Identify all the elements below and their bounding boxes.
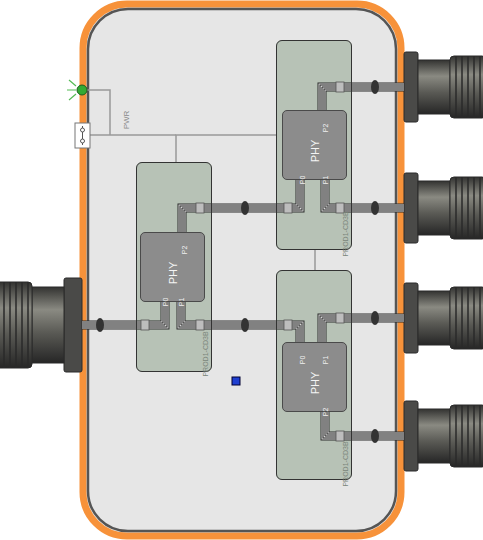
port-label: P0 xyxy=(299,176,306,185)
fuse-box xyxy=(75,123,90,148)
connector-flange xyxy=(64,278,82,372)
ferrite-bead xyxy=(96,318,104,332)
wire-bundle xyxy=(82,87,404,436)
ferrite-bead xyxy=(241,318,249,332)
fuse-terminal xyxy=(81,128,85,132)
connector-knurl xyxy=(4,282,28,368)
marker-square xyxy=(232,377,240,385)
connector-stroke xyxy=(181,302,300,342)
terminal-block xyxy=(336,82,344,92)
board-fill xyxy=(136,162,212,372)
port-label: P1 xyxy=(178,298,185,307)
port-label: P2 xyxy=(322,124,329,133)
terminal-block xyxy=(336,431,344,441)
phy-chip: PHYP0P1P2 xyxy=(282,342,347,412)
wire-bundle xyxy=(82,87,404,436)
fuse-terminal xyxy=(81,139,85,143)
connector-stroke xyxy=(181,302,300,342)
port-label: P2 xyxy=(322,408,329,417)
circular-connector xyxy=(404,283,483,353)
circular-connector xyxy=(0,278,82,372)
phy-chip: PHYP0P1P2 xyxy=(282,110,347,180)
ferrite-bead xyxy=(371,429,379,443)
led-rays xyxy=(67,80,76,100)
chip-label: PHY xyxy=(168,262,179,285)
wire-bundle xyxy=(82,87,404,436)
terminal-block xyxy=(196,203,204,213)
board-label: PROD1-CD3B xyxy=(202,331,209,376)
connector-stroke xyxy=(182,180,300,232)
connector-stroke xyxy=(181,302,300,342)
phy-chip: PHYP0P1P2 xyxy=(140,232,205,302)
connector-cap xyxy=(0,282,32,368)
circuit-board: PROD1-CD3BPHYP0P1P2 xyxy=(276,270,352,480)
chip-label: PHY xyxy=(310,140,321,163)
connector-stroke xyxy=(314,250,316,270)
circuit-board: PROD1-CD3BPHYP0P1P2 xyxy=(276,40,352,250)
port-label: P0 xyxy=(162,298,169,307)
data-cable xyxy=(181,302,300,342)
board-label: PROD1-CD3B xyxy=(342,211,349,256)
connector-stroke xyxy=(182,180,300,232)
power-wire xyxy=(87,90,176,135)
status-led xyxy=(67,80,87,100)
board-label: PROD1-CD3B xyxy=(342,441,349,486)
ferrite-bead xyxy=(371,311,379,325)
ferrite-bead xyxy=(241,201,249,215)
terminal-block xyxy=(141,320,149,330)
port-label: P2 xyxy=(181,246,188,255)
ferrite-beads xyxy=(96,80,379,443)
circular-connector xyxy=(404,401,483,471)
led-dot xyxy=(77,85,87,95)
circuit-board: PROD1-CD3BPHYP0P1P2 xyxy=(136,162,212,372)
data-cable xyxy=(182,180,300,232)
connector-stroke xyxy=(181,302,300,342)
power-line xyxy=(315,250,316,270)
power-line xyxy=(176,135,276,162)
circular-connector xyxy=(404,52,483,122)
connector-body xyxy=(32,287,64,363)
wire-bundle xyxy=(82,87,404,436)
fuse-symbol xyxy=(75,123,90,148)
wire-bundle xyxy=(82,87,404,436)
terminal-block xyxy=(284,203,292,213)
terminal-block xyxy=(284,320,292,330)
ferrite-bead xyxy=(371,80,379,94)
ferrite-bead xyxy=(371,201,379,215)
circular-connector xyxy=(404,173,483,243)
port-label: P0 xyxy=(299,356,306,365)
connector-stroke xyxy=(181,302,300,342)
connector-stroke xyxy=(182,180,300,232)
port-label: P1 xyxy=(322,356,329,365)
terminal-block xyxy=(196,320,204,330)
board-fill xyxy=(276,40,352,250)
signal-label: PWR xyxy=(123,111,131,130)
board-fill xyxy=(276,270,352,480)
terminal-block xyxy=(336,313,344,323)
port-label: P1 xyxy=(322,176,329,185)
connector-stroke xyxy=(182,180,300,232)
chip-label: PHY xyxy=(310,372,321,395)
connector-stroke xyxy=(176,135,276,162)
connector-stroke xyxy=(182,180,300,232)
